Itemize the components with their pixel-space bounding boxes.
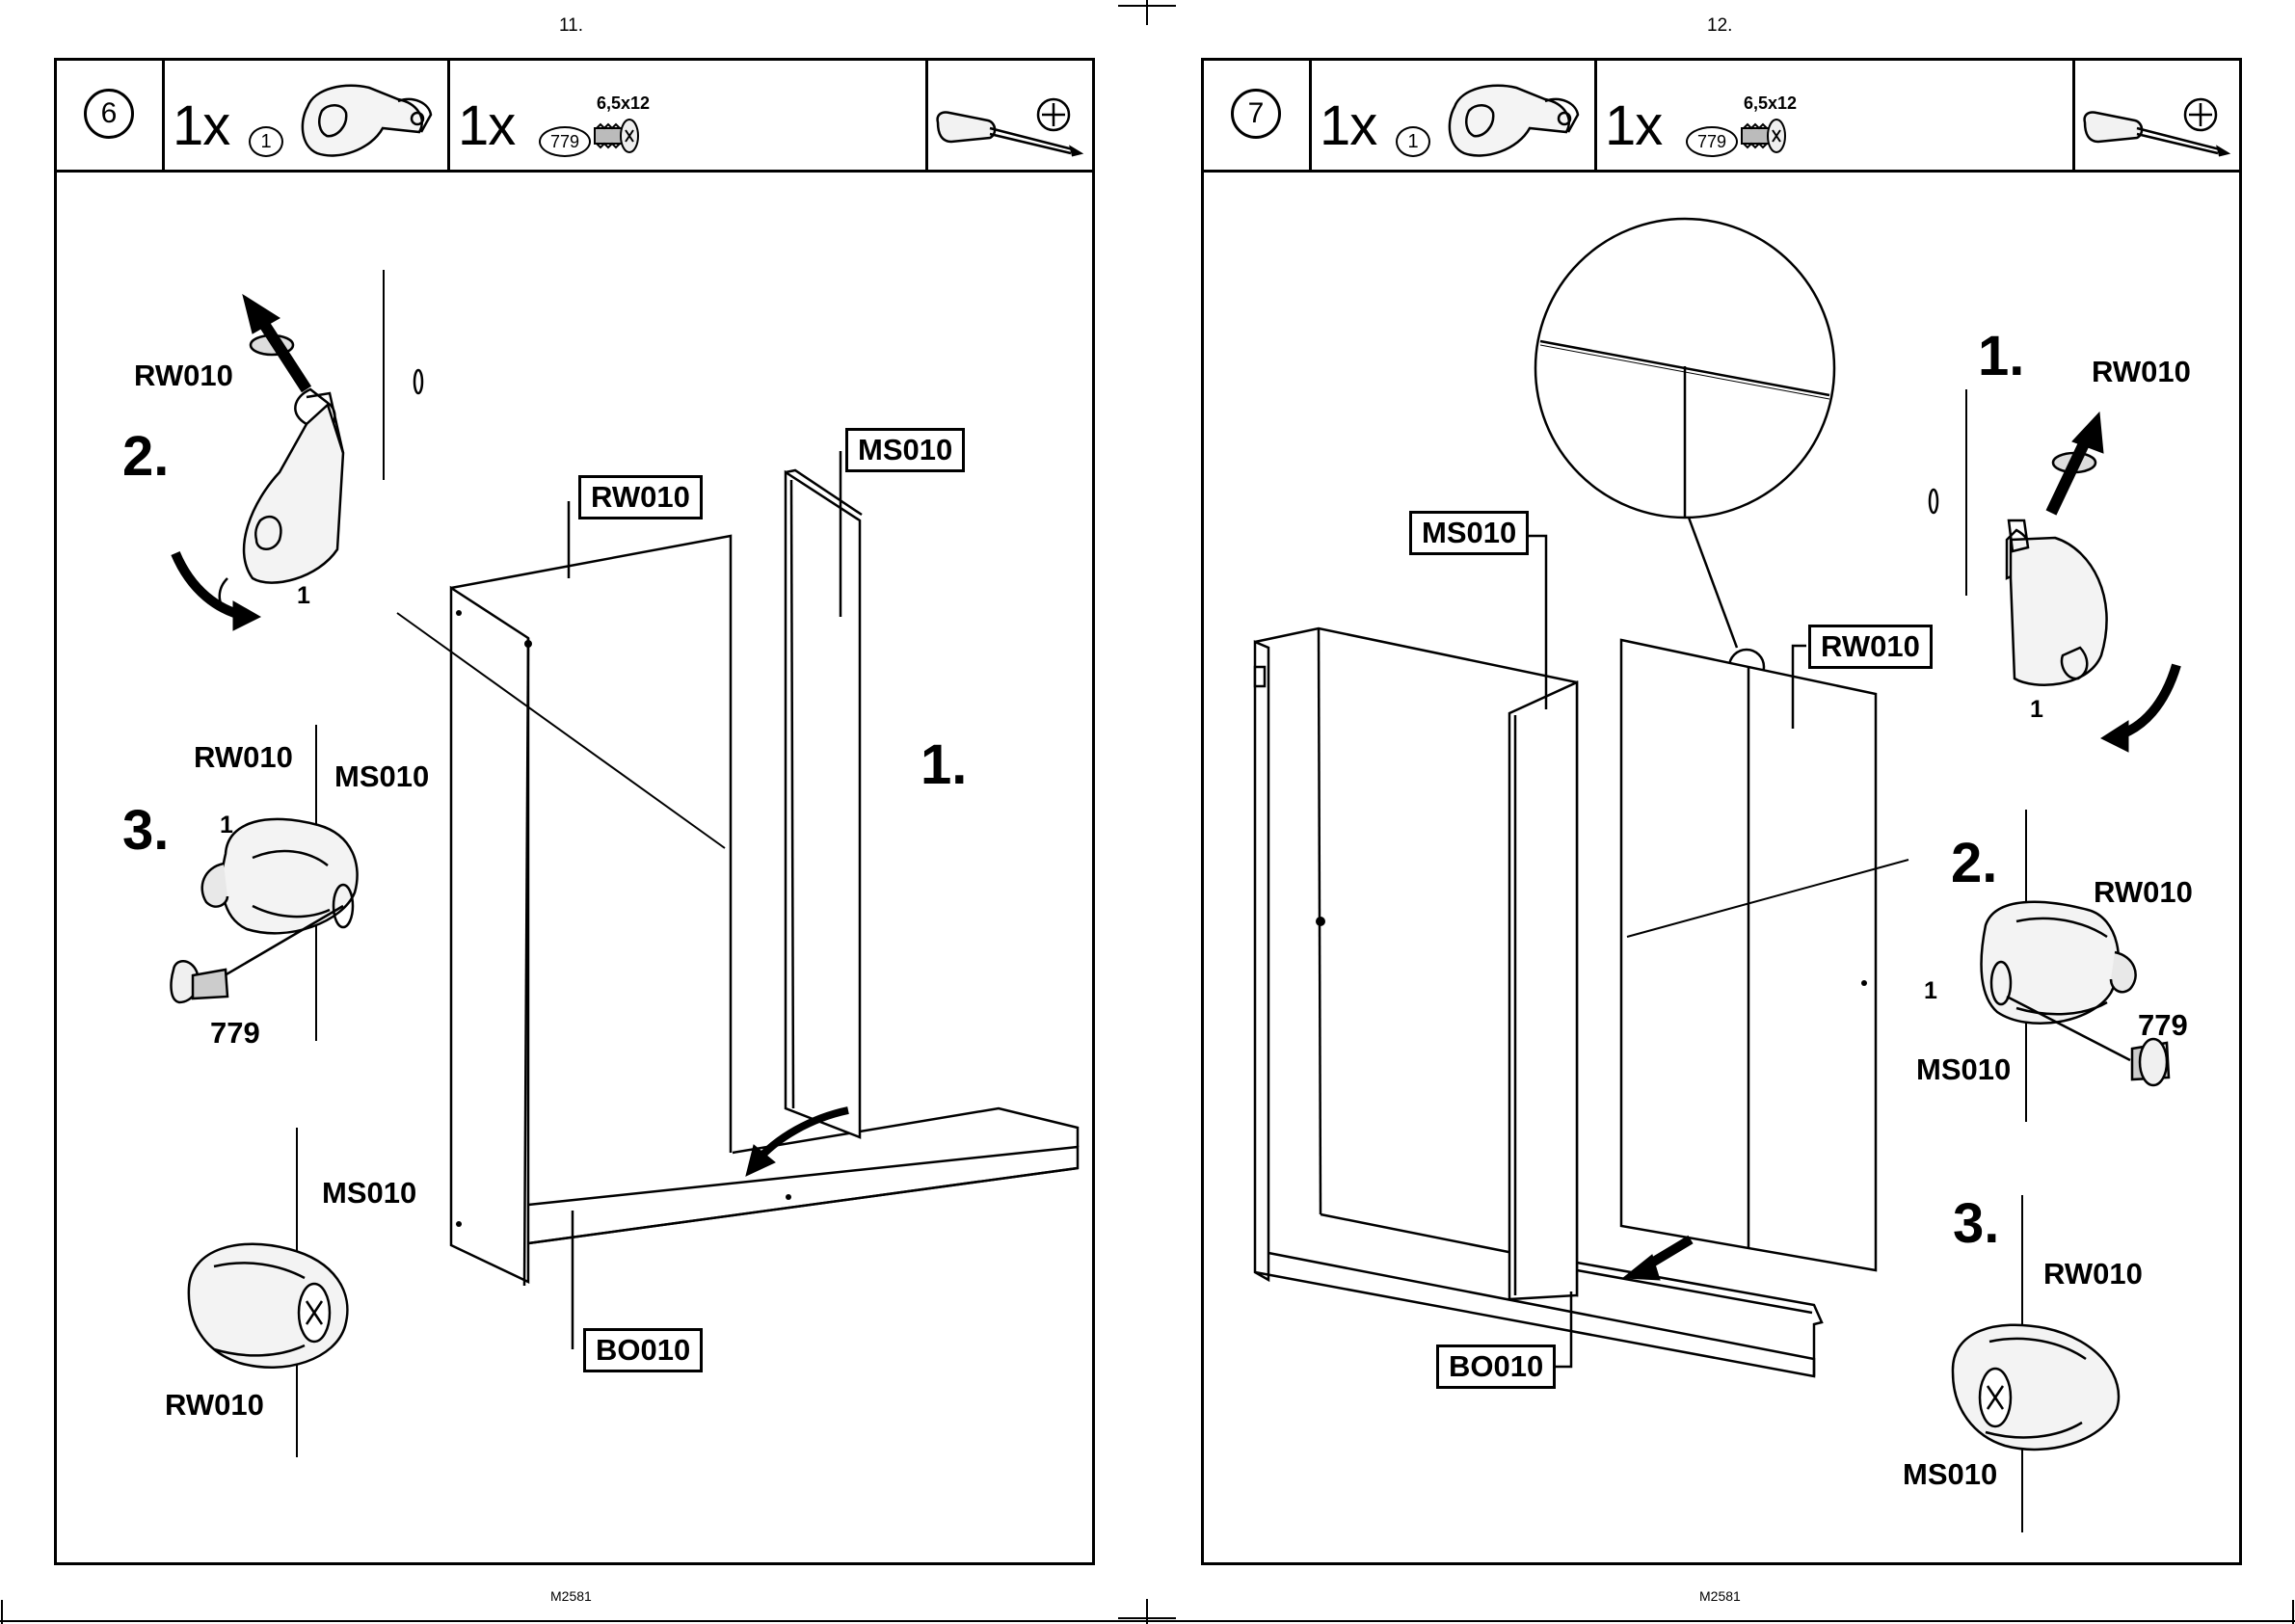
crop-marks [0,0,2295,1624]
